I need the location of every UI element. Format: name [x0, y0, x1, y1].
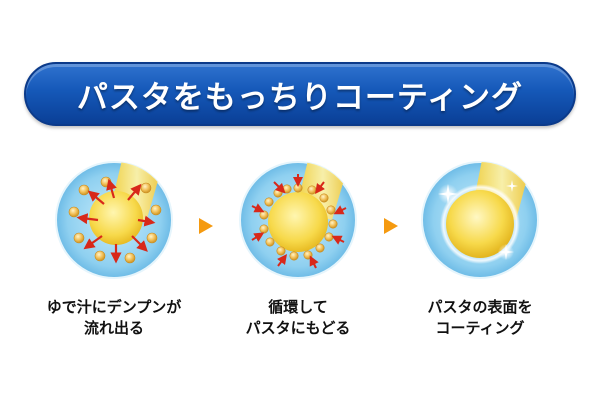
- step-3-caption: パスタの表面を コーティング: [395, 297, 565, 339]
- step-1-caption: ゆで汁にデンプンが 流れ出る: [29, 297, 199, 339]
- starch-returning-icon: [239, 161, 357, 279]
- step-2-caption-line-1: 循環して: [268, 298, 328, 316]
- step-3-caption-line-1: パスタの表面を: [427, 298, 533, 316]
- step-2-illustration: [238, 160, 358, 280]
- starch-leaking-out-icon: [55, 161, 173, 279]
- step-2-caption-line-2: パスタにもどる: [245, 319, 351, 337]
- pasta-coated-icon: [421, 161, 539, 279]
- step-3-illustration: [420, 160, 540, 280]
- step-1-illustration: [54, 160, 174, 280]
- step-1-caption-line-2: 流れ出る: [83, 319, 144, 337]
- right-triangle-arrow-icon: [384, 218, 398, 234]
- right-triangle-arrow-icon: [199, 218, 213, 234]
- title-banner: パスタをもっちりコーティング: [24, 62, 576, 126]
- step-2-caption: 循環して パスタにもどる: [213, 297, 383, 339]
- step-1-caption-line-1: ゆで汁にデンプンが: [46, 298, 182, 316]
- step-3-caption-line-2: コーティング: [435, 319, 525, 337]
- banner-title: パスタをもっちりコーティング: [76, 79, 524, 116]
